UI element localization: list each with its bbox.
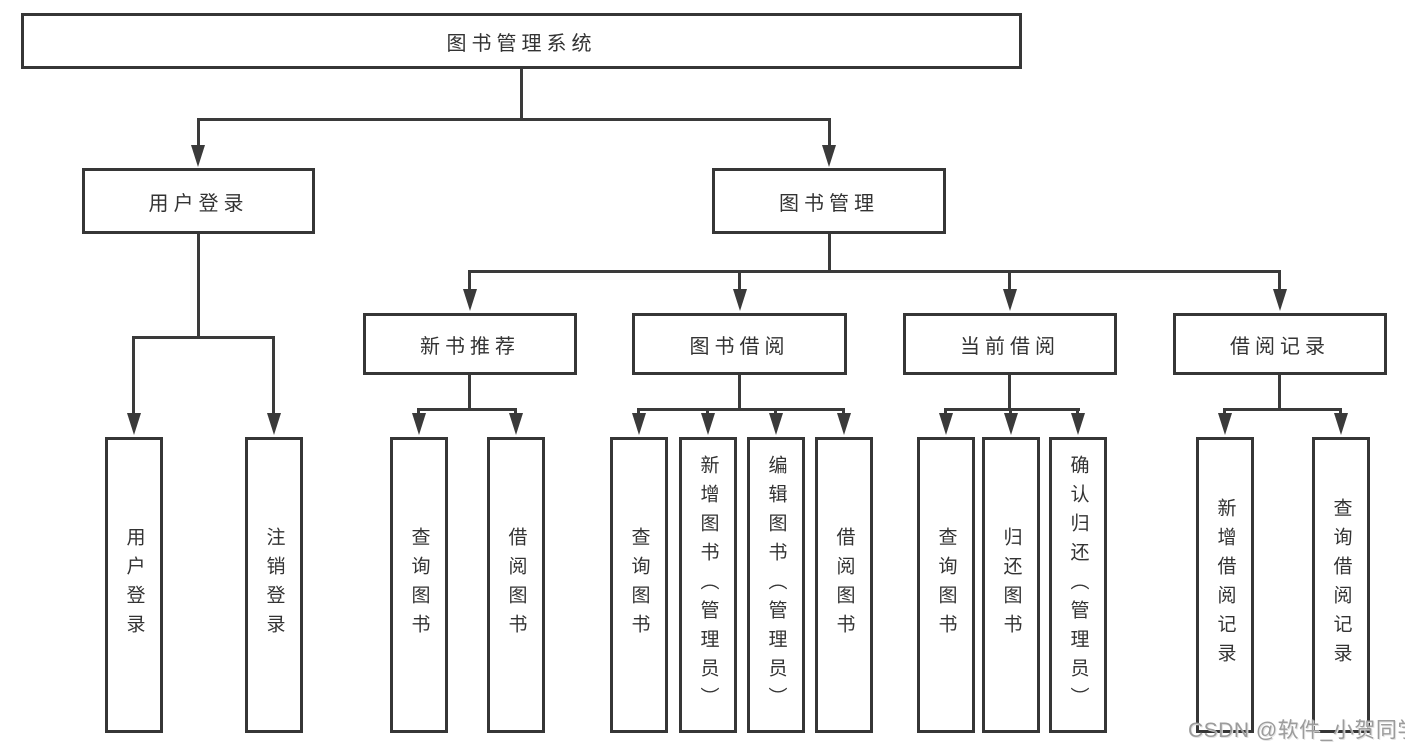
leaf-borrowing-query-books-label: 查询图书 [628, 527, 650, 643]
edge-line [774, 408, 777, 416]
edge-line [272, 336, 275, 418]
leaf-user-login: 用户登录 [105, 437, 163, 733]
leaf-borrow-books: 借阅图书 [815, 437, 873, 733]
arrow-down-icon [267, 413, 281, 435]
arrow-down-icon [1004, 413, 1018, 435]
edge-line [197, 234, 200, 336]
node-borrowing-records: 借阅记录 [1173, 313, 1387, 375]
edge-line [1008, 270, 1011, 292]
leaf-add-borrow-record: 新增借阅记录 [1196, 437, 1254, 733]
node-borrowing-records-label: 借阅记录 [1230, 335, 1330, 358]
leaf-recommend-query-books-label: 查询图书 [408, 527, 430, 643]
arrow-down-icon [632, 413, 646, 435]
node-current-borrowing: 当前借阅 [903, 313, 1117, 375]
arrow-down-icon [463, 289, 477, 311]
edge-line [514, 408, 517, 416]
leaf-edit-books-admin: 编辑图书（管理员） [747, 437, 805, 733]
node-user-login-label: 用户登录 [148, 192, 249, 215]
arrow-down-icon [1071, 413, 1085, 435]
edge-line [944, 408, 947, 416]
leaf-confirm-return-admin: 确认归还（管理员） [1049, 437, 1107, 733]
edge-line [197, 118, 200, 148]
edge-line [1008, 375, 1011, 408]
arrow-down-icon [769, 413, 783, 435]
edge-line [1223, 408, 1342, 411]
edge-line [1076, 408, 1079, 416]
node-new-book-recommend: 新书推荐 [363, 313, 577, 375]
edge-line [637, 408, 845, 411]
edge-line [468, 270, 1281, 273]
arrow-down-icon [1218, 413, 1232, 435]
arrow-down-icon [127, 413, 141, 435]
edge-line [468, 270, 471, 292]
arrow-down-icon [822, 145, 836, 167]
leaf-borrow-books-label: 借阅图书 [833, 527, 855, 643]
edge-line [417, 408, 517, 411]
arrow-down-icon [412, 413, 426, 435]
arrow-down-icon [509, 413, 523, 435]
leaf-current-query-books-label: 查询图书 [935, 527, 957, 643]
edge-line [944, 408, 1080, 411]
edge-line [197, 118, 831, 121]
edge-line [706, 408, 709, 416]
edge-line [738, 270, 741, 292]
leaf-confirm-return-admin-label: 确认归还（管理员） [1067, 454, 1089, 716]
node-new-book-recommend-label: 新书推荐 [420, 335, 520, 358]
edge-line [1339, 408, 1342, 416]
edge-line [738, 375, 741, 408]
node-library-system: 图书管理系统 [21, 13, 1022, 69]
node-book-borrowing-label: 图书借阅 [689, 335, 790, 358]
csdn-watermark: CSDN @软件_小贺同学 [1188, 719, 1405, 742]
leaf-borrowing-query-books: 查询图书 [610, 437, 668, 733]
edge-line [842, 408, 845, 416]
leaf-user-login-label: 用户登录 [123, 527, 145, 643]
arrow-down-icon [701, 413, 715, 435]
node-book-management-label: 图书管理 [779, 192, 879, 215]
node-book-borrowing: 图书借阅 [632, 313, 847, 375]
leaf-add-books-admin: 新增图书（管理员） [679, 437, 737, 733]
node-user-login: 用户登录 [82, 168, 315, 234]
edge-line [1278, 375, 1281, 408]
leaf-edit-books-admin-label: 编辑图书（管理员） [765, 454, 787, 716]
edge-line [637, 408, 640, 416]
edge-line [520, 69, 523, 118]
edge-line [132, 336, 275, 339]
leaf-return-books-label: 归还图书 [1000, 527, 1022, 643]
leaf-logout-login-label: 注销登录 [263, 527, 285, 643]
arrow-down-icon [837, 413, 851, 435]
leaf-query-borrow-record-label: 查询借阅记录 [1330, 498, 1352, 672]
leaf-add-books-admin-label: 新增图书（管理员） [697, 454, 719, 716]
edge-line [132, 336, 135, 418]
node-book-management: 图书管理 [712, 168, 946, 234]
node-library-system-label: 图书管理系统 [446, 32, 597, 55]
edge-line [828, 234, 831, 270]
arrow-down-icon [1334, 413, 1348, 435]
edge-line [828, 118, 831, 148]
edge-line [1223, 408, 1226, 416]
leaf-query-borrow-record: 查询借阅记录 [1312, 437, 1370, 733]
arrow-down-icon [1003, 289, 1017, 311]
leaf-add-borrow-record-label: 新增借阅记录 [1214, 498, 1236, 672]
edge-line [468, 375, 471, 408]
node-current-borrowing-label: 当前借阅 [960, 335, 1060, 358]
arrow-down-icon [191, 145, 205, 167]
arrow-down-icon [1273, 289, 1287, 311]
arrow-down-icon [733, 289, 747, 311]
leaf-recommend-borrow-books-label: 借阅图书 [505, 527, 527, 643]
edge-line [1009, 408, 1012, 416]
leaf-logout-login: 注销登录 [245, 437, 303, 733]
leaf-recommend-query-books: 查询图书 [390, 437, 448, 733]
leaf-recommend-borrow-books: 借阅图书 [487, 437, 545, 733]
edge-line [1278, 270, 1281, 292]
arrow-down-icon [939, 413, 953, 435]
leaf-current-query-books: 查询图书 [917, 437, 975, 733]
edge-line [417, 408, 420, 416]
leaf-return-books: 归还图书 [982, 437, 1040, 733]
